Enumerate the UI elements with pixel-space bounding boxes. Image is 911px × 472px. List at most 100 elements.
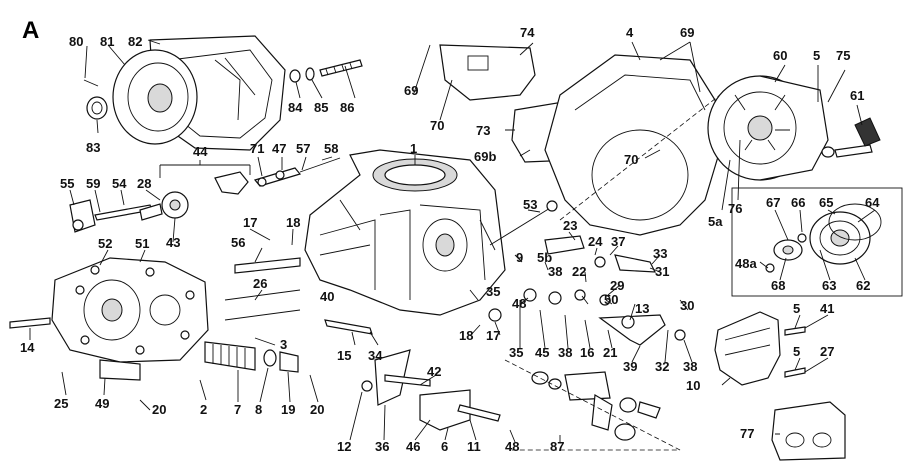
pulley-detail-frame: [731, 187, 903, 297]
label-71: 71: [250, 141, 264, 156]
crankcase-1: [304, 149, 506, 316]
rod-40: [324, 319, 373, 335]
label-63: 63: [822, 278, 836, 293]
label-3: 3: [280, 337, 287, 352]
oil-pump-49: [99, 359, 141, 381]
label-34: 34: [368, 348, 383, 363]
bracket-46: [419, 389, 471, 431]
bolt-14: [9, 317, 51, 329]
label-53: 53: [523, 197, 537, 212]
label-80: 80: [69, 34, 83, 49]
plug-19: [279, 351, 299, 373]
bracket-54: [139, 203, 163, 221]
label-28: 28: [137, 176, 151, 191]
label-13: 13: [635, 301, 649, 316]
gear-28: [161, 191, 189, 219]
label-50: 50: [604, 292, 618, 307]
label-17a: 17: [243, 215, 257, 230]
label-12: 12: [337, 439, 351, 454]
label-20a: 20: [152, 402, 166, 417]
label-40: 40: [320, 289, 334, 304]
label-83: 83: [86, 140, 100, 155]
label-69b-sub: 69b: [474, 149, 496, 164]
label-27: 27: [820, 344, 834, 359]
label-65: 65: [819, 195, 833, 210]
label-59: 59: [86, 176, 100, 191]
label-35a: 35: [486, 284, 500, 299]
label-38a: 38: [548, 264, 562, 279]
dipstick-53: [489, 204, 556, 246]
label-5d: 5: [793, 344, 800, 359]
fan-shroud-4: [544, 54, 721, 236]
starter-cup-67: [773, 239, 803, 261]
label-9: 9: [516, 250, 523, 265]
leader-lines: [29, 39, 876, 443]
label-64: 64: [865, 195, 880, 210]
lever-13: [598, 314, 666, 346]
label-5a-top: 5: [813, 48, 820, 63]
shafts-26: [224, 289, 301, 321]
label-39: 39: [623, 359, 637, 374]
label-76: 76: [728, 201, 742, 216]
part-number-labels: 80 81 82 83 84 85 86 44 71 47 57 58 55 5…: [20, 25, 880, 454]
lever-55: [69, 199, 96, 233]
label-19: 19: [281, 402, 295, 417]
label-67: 67: [766, 195, 780, 210]
label-15: 15: [337, 348, 351, 363]
block-77: [771, 401, 846, 461]
label-33: 33: [653, 246, 667, 261]
label-86: 86: [340, 100, 354, 115]
label-45: 45: [535, 345, 549, 360]
label-47: 47: [272, 141, 286, 156]
label-11: 11: [467, 439, 481, 454]
label-6: 6: [441, 439, 448, 454]
label-70a: 70: [430, 118, 444, 133]
spring-sleeve-7: [204, 341, 256, 371]
label-69a: 69: [680, 25, 694, 40]
label-20b: 20: [310, 402, 324, 417]
label-52: 52: [98, 236, 112, 251]
label-10: 10: [686, 378, 700, 393]
label-4: 4: [626, 25, 634, 40]
label-54: 54: [112, 176, 127, 191]
label-49: 49: [95, 396, 109, 411]
label-5b: 5b: [537, 250, 552, 265]
label-35b: 35: [509, 345, 523, 360]
label-21: 21: [603, 345, 617, 360]
label-17b: 17: [486, 328, 500, 343]
label-38c: 38: [683, 359, 697, 374]
rod-42: [384, 374, 431, 387]
label-16: 16: [580, 345, 594, 360]
seal-83: [86, 96, 108, 120]
label-48b: 48: [505, 439, 519, 454]
label-87: 87: [550, 439, 564, 454]
label-57: 57: [296, 141, 310, 156]
label-41: 41: [820, 301, 834, 316]
label-75: 75: [836, 48, 850, 63]
label-36: 36: [375, 439, 389, 454]
label-56: 56: [231, 235, 245, 250]
label-69b: 69: [404, 83, 418, 98]
label-23: 23: [563, 218, 577, 233]
label-8: 8: [255, 402, 262, 417]
label-18b: 18: [459, 328, 473, 343]
label-14: 14: [20, 340, 35, 355]
label-74: 74: [520, 25, 535, 40]
washer-85: [305, 67, 315, 81]
label-26: 26: [253, 276, 267, 291]
label-77: 77: [740, 426, 754, 441]
label-25: 25: [54, 396, 68, 411]
label-62: 62: [856, 278, 870, 293]
label-5c: 5: [793, 301, 800, 316]
label-5a: 5a: [708, 214, 723, 229]
label-38b: 38: [558, 345, 572, 360]
label-42: 42: [427, 364, 441, 379]
label-48a: 48a: [735, 256, 757, 271]
label-30: 30: [680, 298, 694, 313]
bolt-41: [784, 326, 806, 336]
nut-66: [797, 233, 807, 243]
gear-cover-51: [51, 257, 209, 363]
side-cover-10: [714, 311, 781, 386]
pump-leader: [504, 359, 681, 451]
